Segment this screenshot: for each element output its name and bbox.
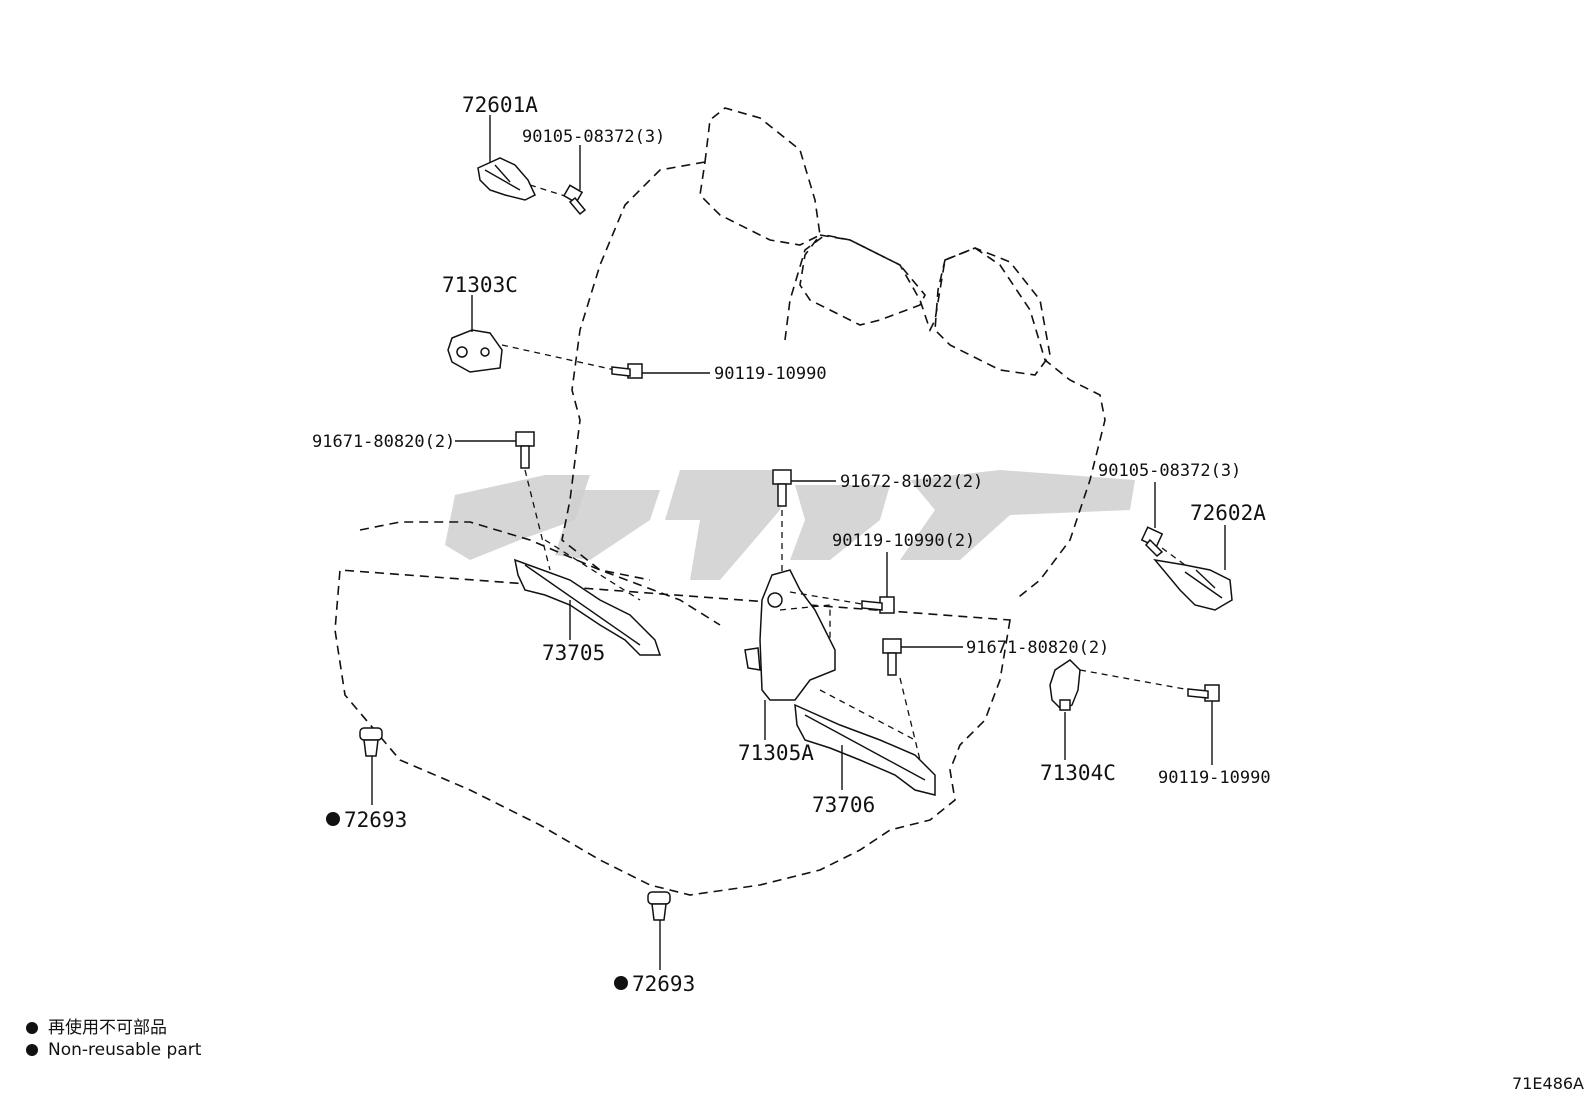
bolt-icon [882, 638, 902, 676]
black-dot-icon [26, 1022, 38, 1034]
label-91672: 91672-81022(2) [840, 472, 983, 492]
label-91671-a: 91671-80820(2) [312, 432, 455, 452]
label-71304C: 71304C [1040, 761, 1116, 785]
clip-icon [647, 891, 671, 921]
bracket-71303C-icon [447, 329, 503, 373]
label-71305A: 71305A [738, 741, 814, 765]
clip-icon [359, 727, 383, 757]
bolt-icon [562, 184, 587, 216]
non-reusable-marker-icon [326, 812, 340, 826]
seat-cushion-outline [334, 521, 1011, 896]
label-72693-a: 72693 [344, 808, 407, 832]
headrest-right-outline [934, 247, 1051, 376]
bracket-71304C-icon [1049, 659, 1081, 711]
label-90105-top: 90105-08372(3) [522, 127, 665, 147]
label-72601A: 72601A [462, 93, 538, 117]
legend-text-english: Non-reusable part [48, 1040, 202, 1060]
legend-line-english: Non-reusable part [26, 1040, 201, 1060]
bolt-icon [1187, 684, 1220, 702]
bracket-72602A-icon [1153, 558, 1233, 611]
watermark-logo [445, 470, 1135, 580]
legend-text-japanese: 再使用不可部品 [48, 1018, 167, 1038]
label-73705: 73705 [542, 641, 605, 665]
hinge-cover-73706-icon [794, 703, 936, 796]
label-73706: 73706 [812, 793, 875, 817]
bolt-icon [515, 431, 535, 469]
headrest-left-outline [699, 107, 821, 246]
headrest-center-outline [799, 234, 926, 326]
label-90119-c: 90119-10990 [1158, 768, 1271, 788]
label-90119-b: 90119-10990(2) [832, 531, 975, 551]
legend-line-japanese: 再使用不可部品 [26, 1013, 167, 1038]
label-91671-b: 91671-80820(2) [966, 638, 1109, 658]
bolt-icon [1140, 526, 1164, 558]
bolt-icon [611, 363, 643, 379]
label-72602A: 72602A [1190, 501, 1266, 525]
bolt-icon [861, 596, 895, 614]
non-reusable-marker-icon [614, 976, 628, 990]
hinge-cover-73705-icon [514, 558, 662, 656]
diagram-code: 71E486A [1512, 1074, 1584, 1093]
black-dot-icon [26, 1044, 38, 1056]
label-90105-right: 90105-08372(3) [1098, 461, 1241, 481]
label-90119-a: 90119-10990 [714, 364, 827, 384]
bracket-72601A-icon [477, 157, 536, 201]
bolt-icon [772, 469, 792, 507]
label-72693-b: 72693 [632, 972, 695, 996]
hinge-bracket-71305A-icon [744, 569, 836, 701]
label-71303C: 71303C [442, 273, 518, 297]
